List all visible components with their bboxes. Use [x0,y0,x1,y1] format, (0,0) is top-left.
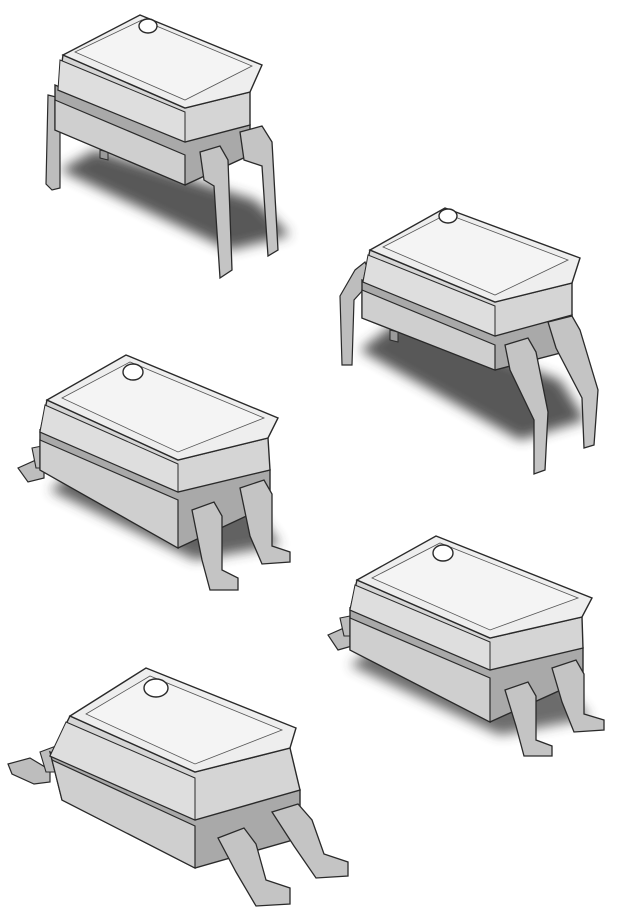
package-smd-1 [17,354,291,591]
package-through-hole-1 [45,14,290,280]
package-smd-2 [327,535,605,757]
package-sop-low-profile [7,667,349,907]
package-through-hole-2 [339,207,599,475]
